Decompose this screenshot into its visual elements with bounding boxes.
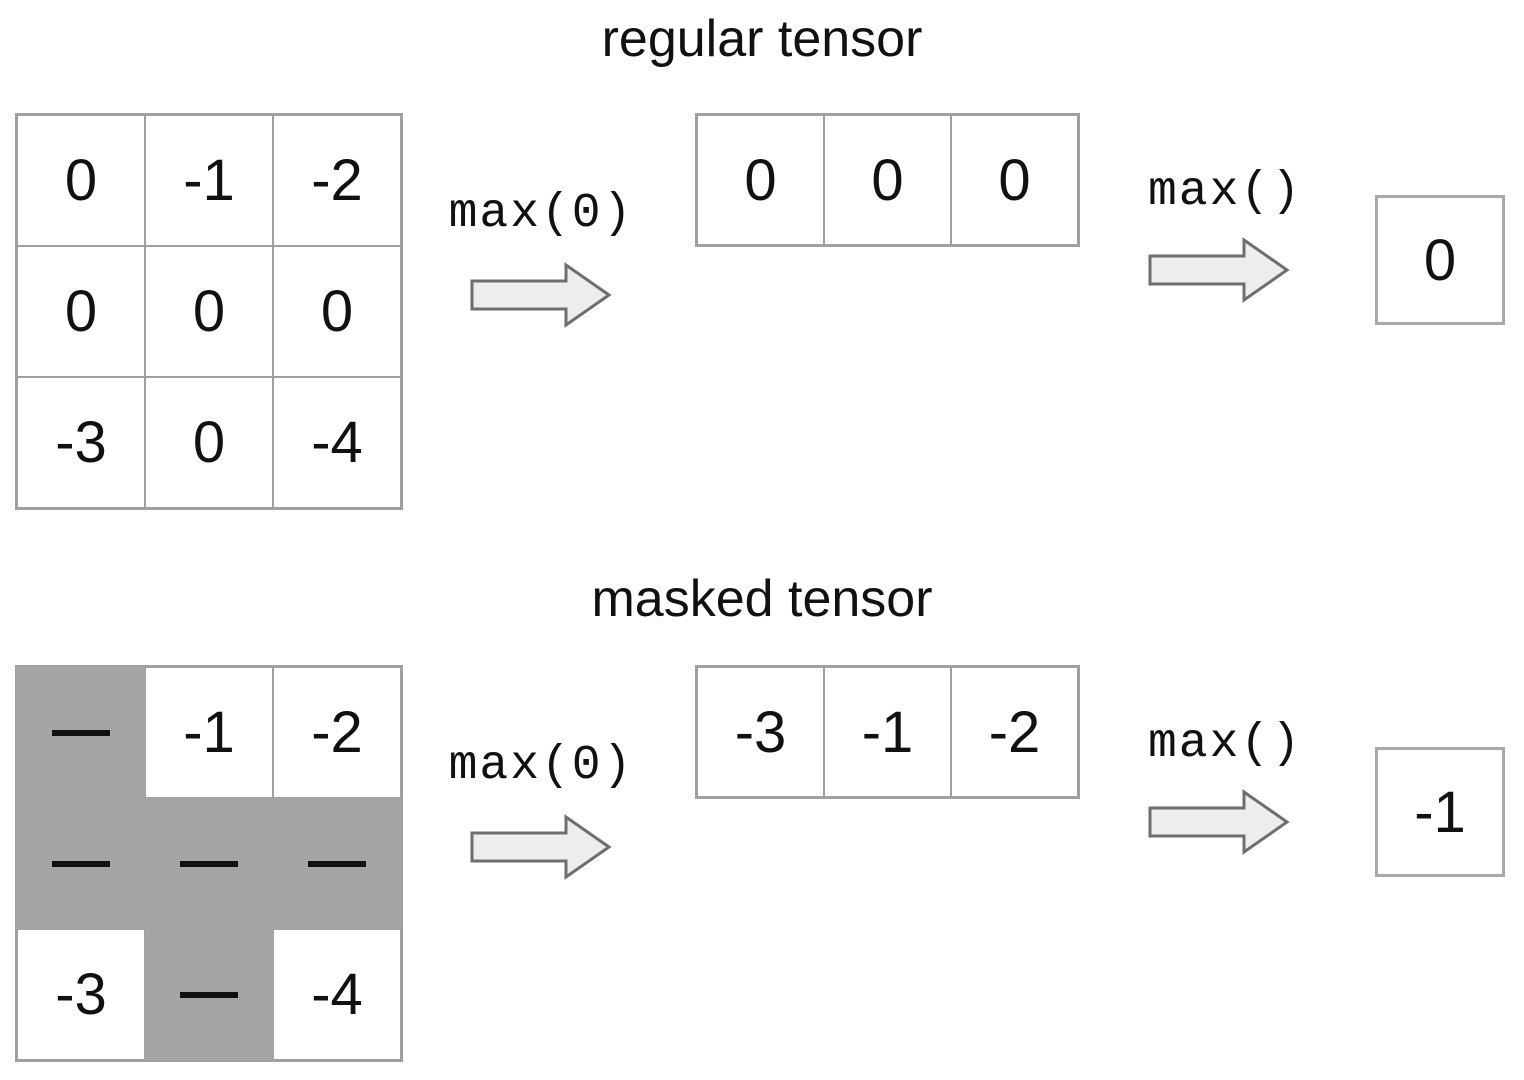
block-arrow-right-icon bbox=[1148, 789, 1290, 855]
mask-dash bbox=[52, 729, 110, 736]
masked-input-matrix: -1 -2 -3 -4 bbox=[15, 665, 403, 1062]
matrix-cell: -2 bbox=[273, 115, 401, 246]
matrix-cell-masked bbox=[273, 798, 401, 929]
block-arrow-right-icon bbox=[470, 262, 612, 328]
row-result-cell: 0 bbox=[951, 115, 1078, 245]
regular-input-matrix: 0 -1 -2 0 0 0 -3 0 -4 bbox=[15, 113, 403, 510]
matrix-cell-masked bbox=[17, 667, 145, 798]
matrix-cell: -3 bbox=[17, 929, 145, 1060]
matrix-cell-masked bbox=[145, 929, 273, 1060]
matrix-cell-masked bbox=[17, 798, 145, 929]
mask-dash bbox=[52, 860, 110, 867]
matrix-cell: -4 bbox=[273, 377, 401, 508]
matrix-cell: 0 bbox=[17, 246, 145, 377]
row-result-cell: -2 bbox=[951, 667, 1078, 797]
op-label-maxall-masked: max() bbox=[1147, 717, 1303, 771]
section-title-regular: regular tensor bbox=[601, 10, 923, 68]
matrix-cell: 0 bbox=[17, 115, 145, 246]
regular-scalar-result: 0 bbox=[1375, 195, 1505, 325]
matrix-cell-masked bbox=[145, 798, 273, 929]
matrix-cell: -1 bbox=[145, 667, 273, 798]
block-arrow-right-icon bbox=[1148, 237, 1290, 303]
regular-row-result: 0 0 0 bbox=[695, 113, 1080, 247]
mask-dash bbox=[308, 860, 366, 867]
row-result-cell: -3 bbox=[697, 667, 824, 797]
matrix-cell: -1 bbox=[145, 115, 273, 246]
matrix-cell: 0 bbox=[273, 246, 401, 377]
row-result-cell: 0 bbox=[824, 115, 951, 245]
section-title-masked: masked tensor bbox=[591, 570, 933, 628]
matrix-cell: -4 bbox=[273, 929, 401, 1060]
op-label-max0-regular: max(0) bbox=[448, 187, 634, 241]
block-arrow-right-icon bbox=[470, 814, 612, 880]
matrix-cell: 0 bbox=[145, 246, 273, 377]
row-result-cell: -1 bbox=[824, 667, 951, 797]
matrix-cell: 0 bbox=[145, 377, 273, 508]
mask-dash bbox=[180, 991, 238, 998]
row-result-cell: 0 bbox=[697, 115, 824, 245]
masked-row-result: -3 -1 -2 bbox=[695, 665, 1080, 799]
matrix-cell: -2 bbox=[273, 667, 401, 798]
mask-dash bbox=[180, 860, 238, 867]
masked-scalar-result: -1 bbox=[1375, 747, 1505, 877]
op-label-max0-masked: max(0) bbox=[448, 739, 634, 793]
op-label-maxall-regular: max() bbox=[1147, 165, 1303, 219]
matrix-cell: -3 bbox=[17, 377, 145, 508]
